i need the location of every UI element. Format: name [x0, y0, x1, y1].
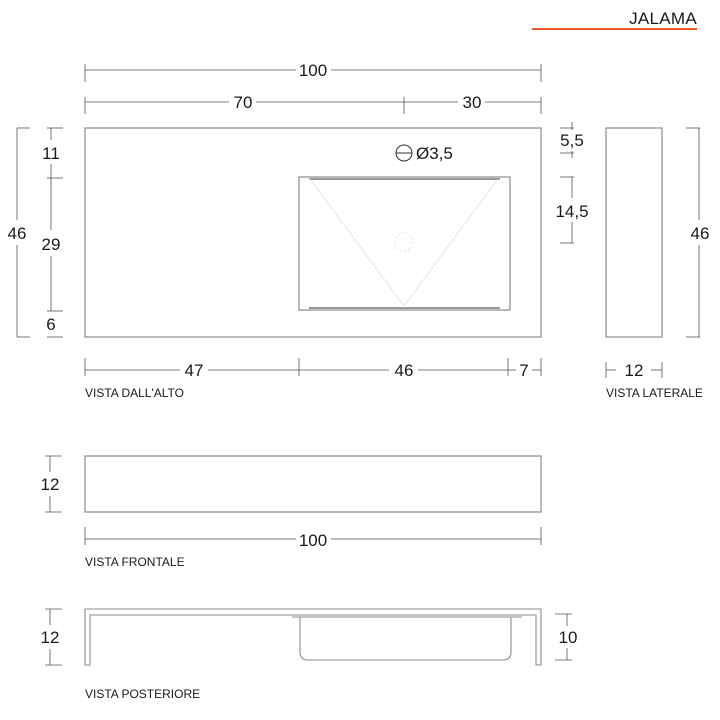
dim-depth: 46: [8, 224, 27, 243]
dim-bowl-depth: 29: [42, 235, 61, 254]
front-view: 12 100 VISTA FRONTALE: [41, 455, 542, 569]
back-dim-height: 12: [41, 628, 60, 647]
dim-bottom-right: 7: [519, 361, 528, 380]
top-view-label: VISTA DALL'ALTO: [85, 386, 184, 400]
tap-hole-label: Ø3,5: [416, 144, 453, 163]
side-view-outline: [605, 127, 663, 338]
dim-tap-offset: 5,5: [560, 131, 584, 150]
dim-right-part: 30: [463, 93, 482, 112]
dim-front-margin: 11: [42, 144, 60, 163]
brand-title: JALAMA: [629, 9, 697, 28]
drain-icon: [394, 232, 414, 252]
bowl-slope-right: [403, 178, 499, 307]
dim-bowl-offset: 14,5: [555, 202, 588, 221]
dim-total-width: 100: [299, 61, 327, 80]
dim-back-margin: 6: [46, 315, 55, 334]
bowl-slope-left: [309, 178, 405, 307]
dim-left-part: 70: [234, 93, 253, 112]
top-view-outline: [84, 127, 542, 338]
back-view-top-slab: [84, 608, 542, 666]
front-view-label: VISTA FRONTALE: [85, 555, 185, 569]
side-dim-depth: 46: [691, 224, 710, 243]
dim-bowl-width: 46: [395, 361, 414, 380]
side-view-label: VISTA LATERALE: [606, 386, 703, 400]
bowl-profile: [299, 617, 512, 661]
side-dim-thickness: 12: [625, 361, 644, 380]
front-view-outline: [84, 455, 542, 513]
back-dim-bowl-height: 10: [559, 628, 578, 647]
bowl-outline: [298, 176, 511, 311]
side-view: 46 12 VISTA LATERALE: [605, 127, 710, 400]
back-view-label: VISTA POSTERIORE: [85, 687, 200, 701]
dim-bottom-left: 47: [185, 361, 204, 380]
back-view: 12 10 VISTA POSTERIORE: [41, 608, 578, 701]
top-view: Ø3,5 100 70 30 46 11 29 6: [8, 61, 589, 400]
front-dim-height: 12: [41, 475, 60, 494]
front-dim-width: 100: [299, 531, 327, 550]
